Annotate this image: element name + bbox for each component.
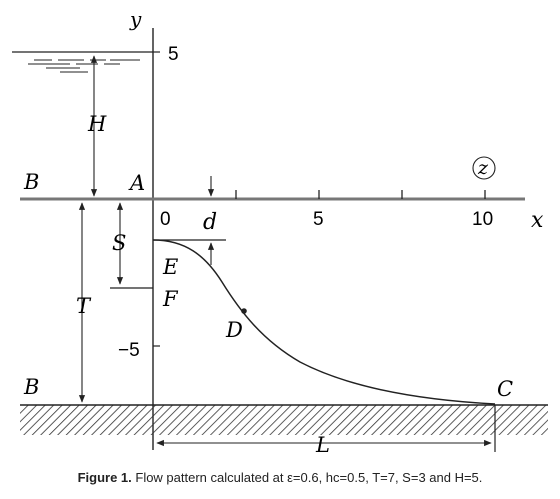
t-label: T	[76, 294, 92, 318]
y-tick-label-minus5: −5	[118, 340, 140, 361]
figure-caption: Figure 1. Flow pattern calculated at ε=0…	[0, 470, 560, 485]
x-ticks	[235, 190, 486, 199]
point-b-top-label: B	[23, 170, 39, 194]
h-label: H	[87, 112, 107, 136]
point-d-marker	[241, 308, 247, 314]
point-f-label: F	[162, 287, 179, 311]
point-e-label: E	[162, 255, 178, 279]
x-tick-label-10: 10	[472, 209, 493, 230]
x-axis-label: x	[531, 208, 544, 233]
point-b-bottom-label: B	[23, 375, 39, 399]
x-tick-label-5: 5	[313, 209, 324, 230]
flow-pattern-diagram: y x H S T L d A B B C D E F z 5 −5 0 5 1…	[12, 7, 548, 457]
z-plane-label: z	[477, 157, 489, 179]
caption-text: Flow pattern calculated at ε=0.6, hc=0.5…	[131, 470, 483, 485]
y-tick-label-5: 5	[168, 44, 179, 65]
free-surface-curve	[152, 239, 496, 405]
z-plane-circle	[472, 156, 496, 180]
impermeable-base-hatch	[20, 405, 548, 435]
water-ripples	[28, 59, 140, 73]
point-d-label: D	[225, 318, 243, 342]
point-a-label: A	[128, 171, 145, 195]
l-label: L	[315, 433, 330, 457]
caption-prefix: Figure 1.	[77, 470, 132, 485]
x-tick-label-0: 0	[160, 209, 171, 230]
point-c-label: C	[497, 377, 513, 401]
y-axis-label: y	[129, 7, 142, 31]
d-label: d	[203, 210, 217, 235]
s-label: S	[112, 231, 126, 255]
